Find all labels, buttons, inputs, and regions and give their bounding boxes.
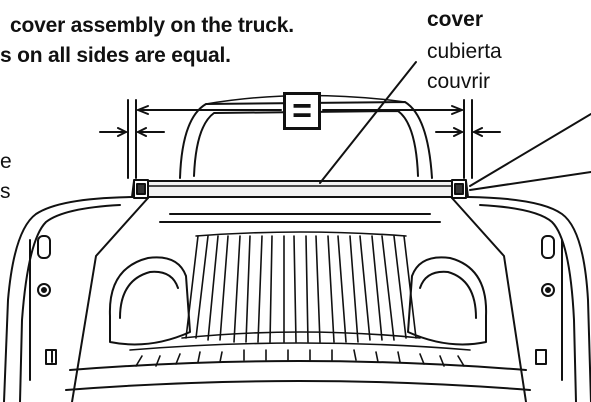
cover-leader-line: [319, 61, 417, 184]
equal-sign-text: =: [292, 92, 312, 130]
instruction-line-2: s on all sides are equal.: [0, 44, 231, 67]
cover-label-spanish: cubierta: [427, 40, 502, 63]
cover-label-english: cover: [427, 8, 484, 31]
left-partial-label-line-2: s: [0, 180, 11, 203]
instruction-line-1: cover assembly on the truck.: [10, 14, 294, 37]
wheel-well-right: [407, 256, 488, 346]
equal-distance-symbol: =: [283, 92, 321, 130]
wheel-well-left: [108, 256, 191, 346]
bed-left-wall: [3, 196, 133, 402]
left-partial-label-line-1: e: [0, 150, 12, 173]
cover-label-french: couvrir: [427, 70, 491, 93]
bed-floor-ribs: [129, 231, 471, 367]
bed-right-wall: [467, 196, 591, 402]
cover-rail: [131, 180, 469, 198]
